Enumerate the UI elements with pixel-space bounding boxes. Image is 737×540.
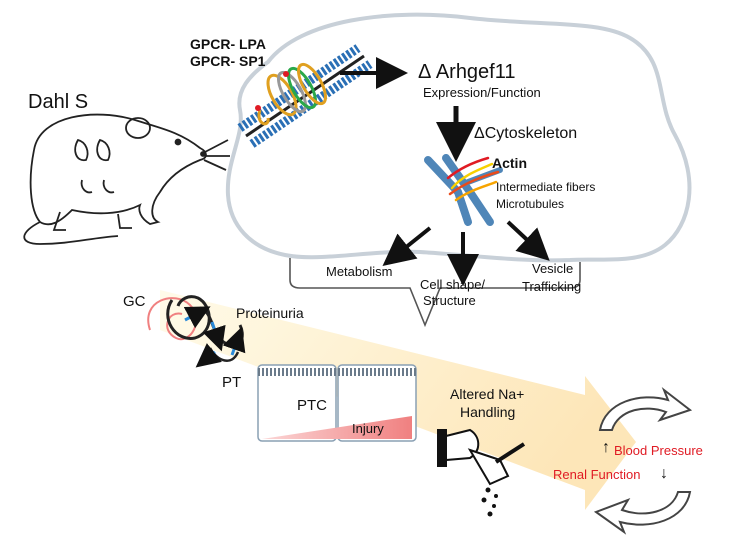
pt-label: PT: [222, 374, 242, 391]
cycle-arrows: [593, 386, 693, 535]
gene-sublabel: Expression/Function: [423, 85, 541, 100]
cell-outline: [225, 12, 692, 263]
ptc-label: PTC: [297, 397, 327, 414]
outcome-trafficking: Trafficking: [522, 279, 582, 294]
cytoskeleton-label: ΔCytoskeleton: [474, 125, 578, 142]
cell-bracket: [289, 258, 581, 328]
ptc-cells: [257, 364, 417, 442]
bp-up-arrow: ↑: [602, 439, 610, 456]
proteinuria-label: Proteinuria: [236, 305, 304, 321]
receptor-label-lpa: GPCR- LPA: [190, 36, 266, 52]
outcome-cell-shape: Cell shape/: [420, 277, 486, 292]
arrow-to-vesicle: [506, 220, 550, 261]
cytoskeleton-fibers: [424, 154, 503, 226]
outcome-vesicle: Vesicle: [532, 261, 574, 276]
gc-label: GC: [123, 293, 146, 310]
organism-label: Dahl S: [28, 91, 89, 113]
receptor-label-sp1: GPCR- SP1: [190, 53, 266, 69]
outcome-structure: Structure: [423, 293, 476, 308]
salt-shaker-hand: [437, 428, 526, 517]
blood-pressure-label: Blood Pressure: [614, 443, 703, 458]
renal-function-label: Renal Function: [553, 467, 641, 482]
gene-label: Δ Arhgef11: [418, 61, 516, 83]
outcome-metabolism: Metabolism: [326, 264, 393, 279]
sodium-label-line2: Handling: [460, 404, 516, 420]
renal-down-arrow: ↓: [660, 465, 668, 482]
sodium-label-line1: Altered Na+: [450, 386, 525, 402]
rat-illustration: [23, 113, 230, 245]
injury-label: Injury: [352, 421, 384, 436]
actin-label: Actin: [492, 155, 527, 171]
nephron-loop: [147, 295, 246, 368]
arrow-to-metabolism: [382, 226, 432, 266]
intermediate-fibers-label: Intermediate fibers: [496, 180, 596, 194]
injury-gradient: [262, 416, 412, 439]
microtubules-label: Microtubules: [496, 197, 565, 211]
gpcr-receptor: [255, 62, 327, 126]
